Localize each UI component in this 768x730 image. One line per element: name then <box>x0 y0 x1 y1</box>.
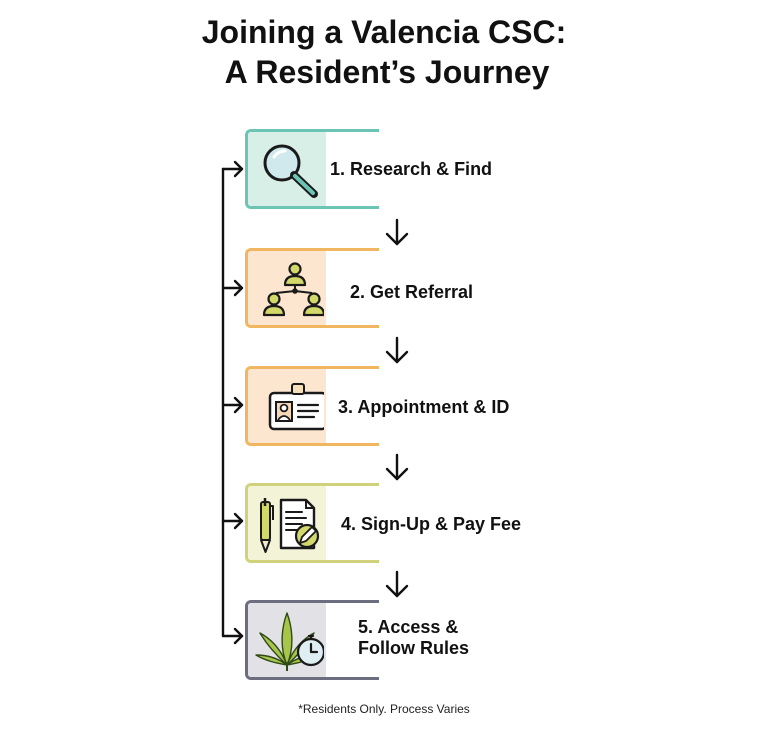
down-arrow-4 <box>385 570 409 598</box>
step-5-label-line-1: 5. Access & <box>358 617 459 637</box>
entry-arrow-5 <box>221 627 244 645</box>
down-arrow-2 <box>385 336 409 364</box>
footnote: *Residents Only. Process Varies <box>298 702 470 716</box>
step-1-label: 1. Research & Find <box>330 159 493 179</box>
id-card-icon <box>268 383 324 431</box>
step-2-box <box>245 248 379 328</box>
title-line-2: A Resident’s Journey <box>224 54 550 90</box>
step-5-label: 5. Access & Follow Rules <box>358 617 469 659</box>
title-line-1: Joining a Valencia CSC: <box>201 14 567 50</box>
step-1-box <box>245 129 379 209</box>
down-arrow-3 <box>385 453 409 481</box>
step-4-box <box>245 483 379 563</box>
step-5-label-line-2: Follow Rules <box>358 638 470 658</box>
entry-arrow-3 <box>221 396 244 414</box>
step-3-box <box>245 366 379 446</box>
entry-arrow-1 <box>221 160 244 178</box>
entry-arrow-2 <box>221 279 244 297</box>
leaf-and-stopwatch-icon <box>255 612 324 671</box>
diagram-title: Joining a Valencia CSC: A Resident’s Jou… <box>0 12 768 92</box>
step-2-label: 2. Get Referral <box>350 282 474 302</box>
referral-network-icon <box>262 262 324 317</box>
entry-arrow-4 <box>221 512 244 530</box>
step-3-label: 3. Appointment & ID <box>338 397 510 417</box>
step-4-label: 4. Sign-Up & Pay Fee <box>341 514 522 534</box>
down-arrow-1 <box>385 218 409 246</box>
magnifier-icon <box>263 144 318 198</box>
step-5-box <box>245 600 379 680</box>
pen-and-form-icon <box>260 498 320 553</box>
